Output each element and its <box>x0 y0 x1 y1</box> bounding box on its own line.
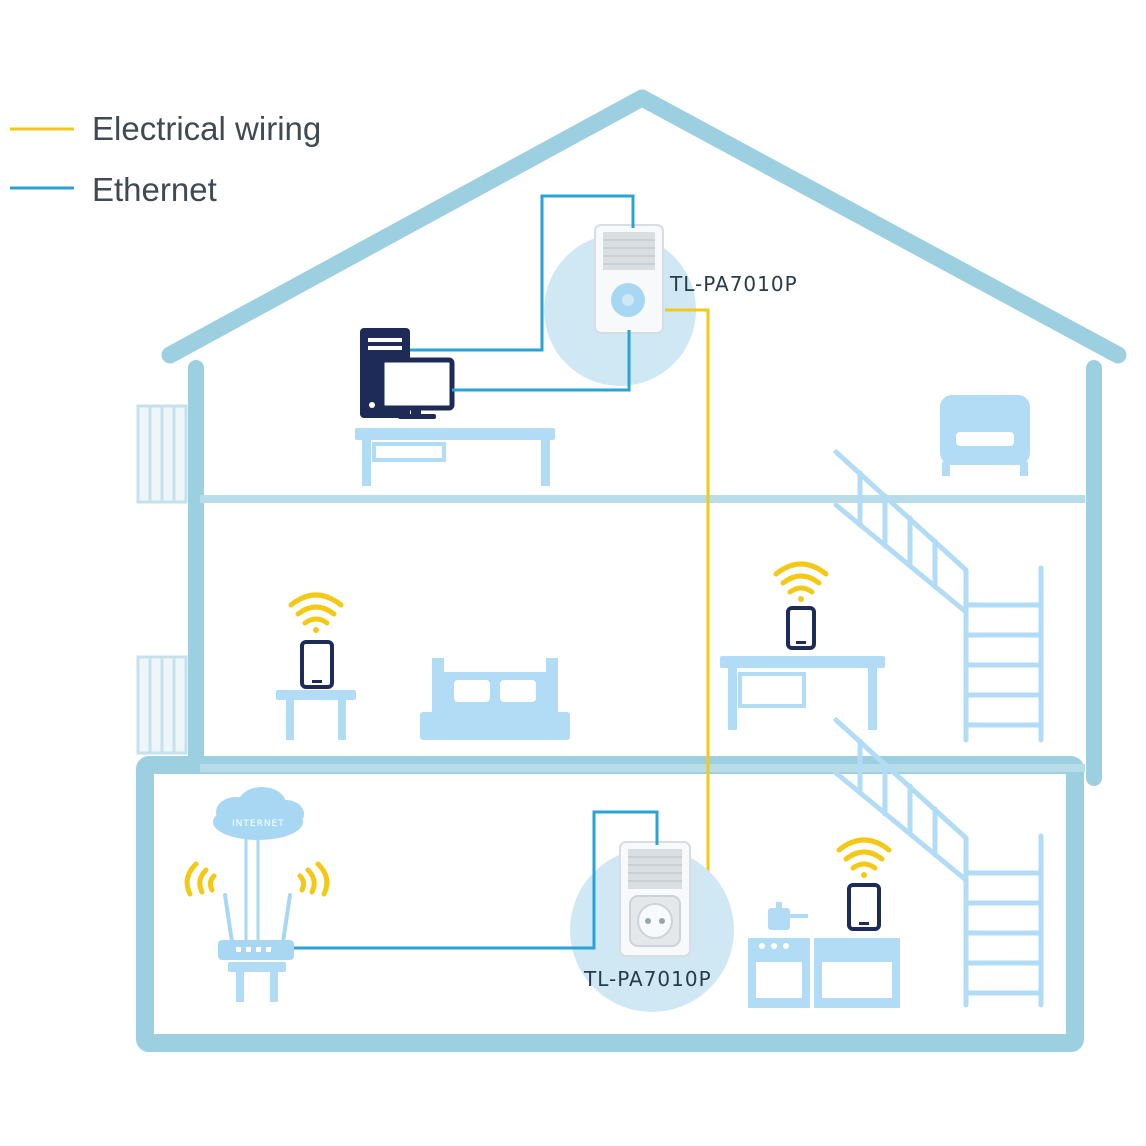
ethernet-cable-downstairs <box>294 810 659 950</box>
legend-electrical-label: Electrical wiring <box>92 110 321 147</box>
side-table-left <box>276 690 356 740</box>
staircase-lower-icon <box>833 717 1044 1008</box>
bed-icon <box>420 658 570 740</box>
roof <box>161 89 1127 364</box>
upstairs-adapter-label: TL-PA7010P <box>669 272 798 296</box>
desk-middle <box>720 656 885 730</box>
ethernet-cable-upstairs <box>410 194 635 392</box>
monitor-icon <box>379 357 455 419</box>
armchair-icon <box>940 395 1030 476</box>
tablet-icon <box>300 640 334 689</box>
wifi-signal-icon-middle <box>773 561 829 602</box>
powerline-adapter-icon-downstairs <box>619 841 691 957</box>
router-icon <box>218 893 294 960</box>
router-wifi-left-icon <box>184 861 217 897</box>
staircase-upper-icon <box>833 449 1044 743</box>
tablet-icon-kitchen <box>847 883 881 931</box>
router-wifi-right-icon <box>297 861 330 897</box>
desk-upper <box>355 428 555 486</box>
router-table <box>228 962 286 1002</box>
balcony-upper <box>136 404 188 504</box>
stove-icon <box>748 902 900 1008</box>
balcony-lower <box>136 655 188 755</box>
tablet-icon-middle <box>786 606 816 650</box>
house-outline <box>136 89 1127 1052</box>
cloud-label: INTERNET <box>232 819 285 829</box>
legend-ethernet-label: Ethernet <box>92 171 217 208</box>
wifi-signal-icon <box>288 592 344 633</box>
powerline-adapter-icon <box>594 224 664 334</box>
legend: Electrical wiring Ethernet <box>10 110 321 208</box>
electrical-wiring-line <box>665 308 710 924</box>
cloud-icon: INTERNET <box>213 787 304 840</box>
downstairs-adapter-label: TL-PA7010P <box>583 967 712 991</box>
wifi-signal-icon-kitchen <box>836 837 892 878</box>
